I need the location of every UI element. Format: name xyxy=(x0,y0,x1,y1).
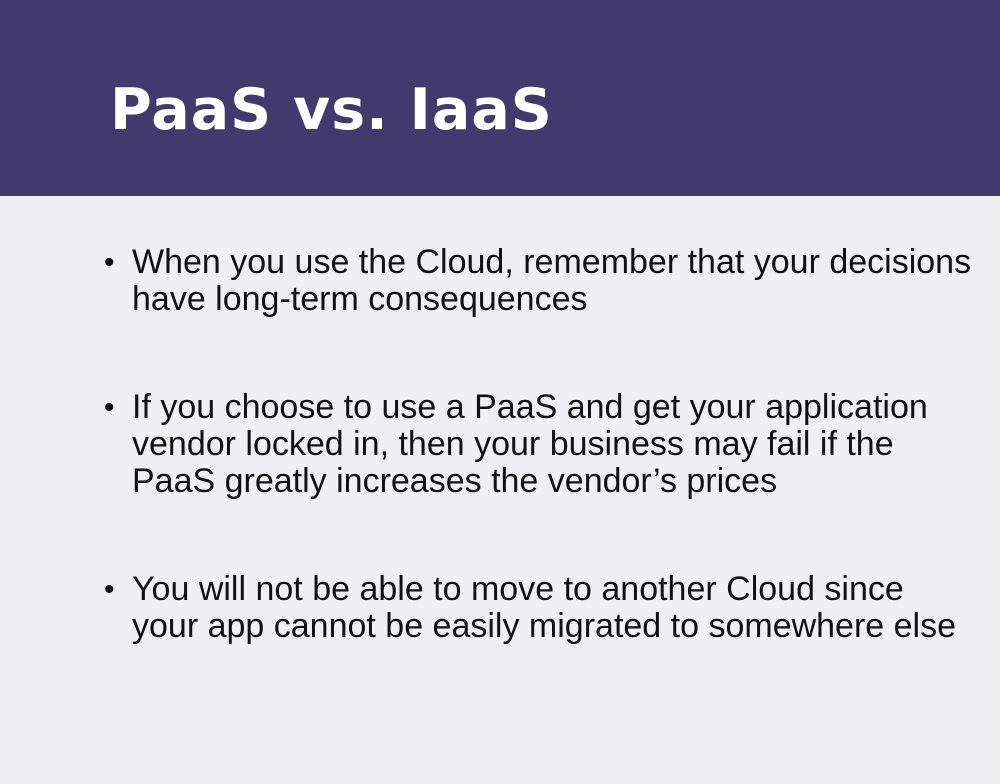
title-band: PaaS vs. IaaS xyxy=(0,0,1000,196)
bullet-marker: • xyxy=(104,246,115,279)
bullet-text: When you use the Cloud, remember that yo… xyxy=(132,243,972,318)
bullet-marker: • xyxy=(104,391,115,424)
bullet-item: • If you choose to use a PaaS and get yo… xyxy=(104,389,974,500)
bullet-text: You will not be able to move to another … xyxy=(132,570,957,645)
bullet-marker: • xyxy=(104,573,115,606)
bullet-text: If you choose to use a PaaS and get your… xyxy=(132,388,928,500)
bullet-item: • When you use the Cloud, remember that … xyxy=(104,244,974,318)
bullet-item: • You will not be able to move to anothe… xyxy=(104,571,974,645)
slide-title: PaaS vs. IaaS xyxy=(110,77,553,143)
bullet-list: • When you use the Cloud, remember that … xyxy=(104,244,974,645)
